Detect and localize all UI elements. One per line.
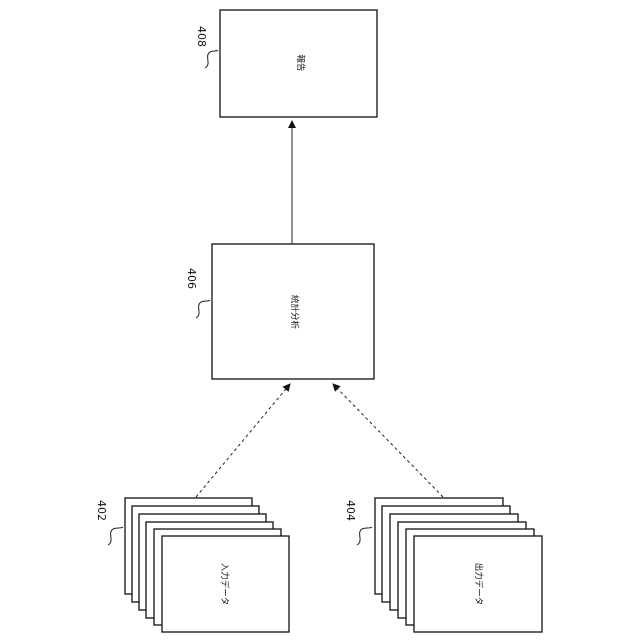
report-ref-number: 408	[195, 26, 208, 47]
analysis-ref-leader	[196, 300, 210, 318]
report-ref-group: 408	[195, 26, 218, 68]
output-ref-number: 404	[344, 500, 357, 521]
input-data-label: 入力データ	[219, 563, 230, 606]
output-ref-leader	[357, 527, 372, 545]
output-ref-group: 404	[344, 500, 372, 545]
output-data-stack: 出力データ	[375, 498, 542, 632]
analysis-ref-group: 406	[185, 268, 210, 318]
report-ref-leader	[205, 50, 218, 68]
input-ref-leader	[108, 527, 123, 545]
report-label: 報告	[295, 54, 306, 71]
output-data-label: 出力データ	[473, 563, 484, 606]
report-node: 報告	[220, 10, 377, 117]
input-data-stack: 入力データ	[125, 498, 289, 632]
input-ref-number: 402	[95, 500, 108, 521]
arrow-input-to-analysis	[196, 384, 290, 497]
analysis-ref-number: 406	[185, 268, 198, 289]
input-ref-group: 402	[95, 500, 123, 545]
arrow-output-to-analysis	[333, 384, 443, 497]
analysis-node: 統計分析	[212, 244, 374, 379]
analysis-label: 統計分析	[289, 295, 300, 330]
